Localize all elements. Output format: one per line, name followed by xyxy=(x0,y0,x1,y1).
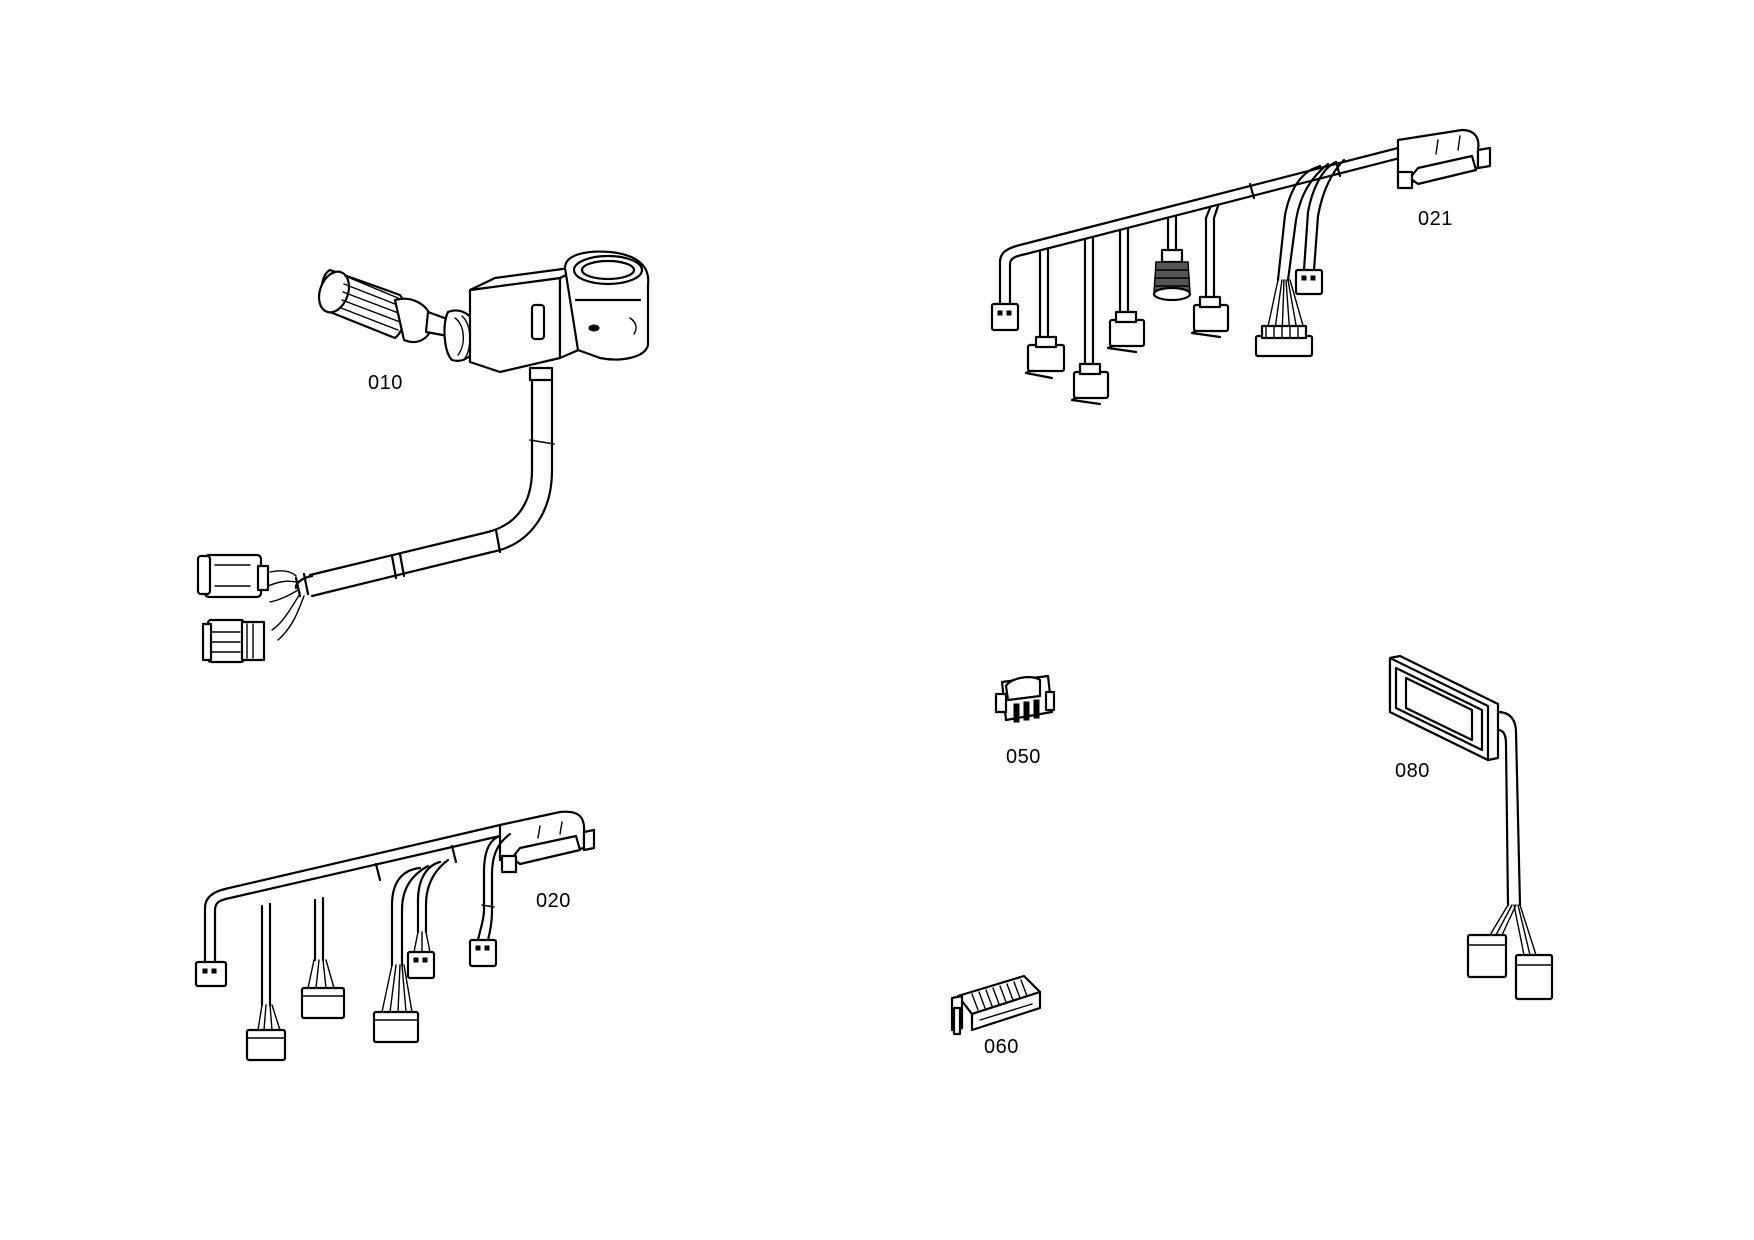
part-label-060: 060 xyxy=(984,1036,1019,1058)
part-label-020: 020 xyxy=(536,890,571,912)
terminal-strip-pins xyxy=(971,979,1028,1011)
display-cable-connector-2 xyxy=(1514,953,1554,1001)
part-label-080: 080 xyxy=(1395,760,1430,782)
harness-021-connector-c xyxy=(1072,370,1110,400)
harness-021-connector-h xyxy=(1294,268,1324,296)
harness-020-connector-3 xyxy=(300,986,346,1020)
joystick-connector-lower xyxy=(201,618,266,664)
harness-021-connector-d xyxy=(1108,318,1146,348)
part-010-drawing[interactable] xyxy=(196,250,650,664)
part-080-drawing[interactable] xyxy=(1388,654,1554,1001)
part-label-050: 050 xyxy=(1006,746,1041,768)
harness-021-connector-b xyxy=(1026,343,1066,373)
part-label-010: 010 xyxy=(368,372,403,394)
joystick-housing xyxy=(468,250,650,374)
harness-020-connector-5 xyxy=(406,950,436,980)
harness-020-connector-2 xyxy=(245,1028,287,1062)
joystick-connector-upper xyxy=(196,553,270,599)
harness-020-connector-1 xyxy=(194,960,228,988)
display-cable-connector-1 xyxy=(1466,933,1508,979)
part-label-021: 021 xyxy=(1418,208,1453,230)
harness-020-connector-4 xyxy=(372,1010,420,1044)
part-050-drawing[interactable] xyxy=(994,674,1056,723)
harness-021-connector-a xyxy=(990,302,1020,332)
harness-021-main-connector xyxy=(1396,128,1492,190)
joystick-cable xyxy=(267,366,555,641)
harness-021-round-sensor xyxy=(1152,248,1192,302)
part-020-drawing[interactable] xyxy=(194,810,596,1062)
harness-021-connector-f xyxy=(1192,303,1230,333)
harness-020-main-connector xyxy=(498,810,596,874)
joystick-knob xyxy=(317,268,480,362)
harness-020-connector-6 xyxy=(468,938,498,968)
harness-021-connector-g xyxy=(1254,324,1314,358)
part-060-drawing[interactable] xyxy=(950,974,1042,1036)
part-021-drawing[interactable] xyxy=(990,128,1492,406)
